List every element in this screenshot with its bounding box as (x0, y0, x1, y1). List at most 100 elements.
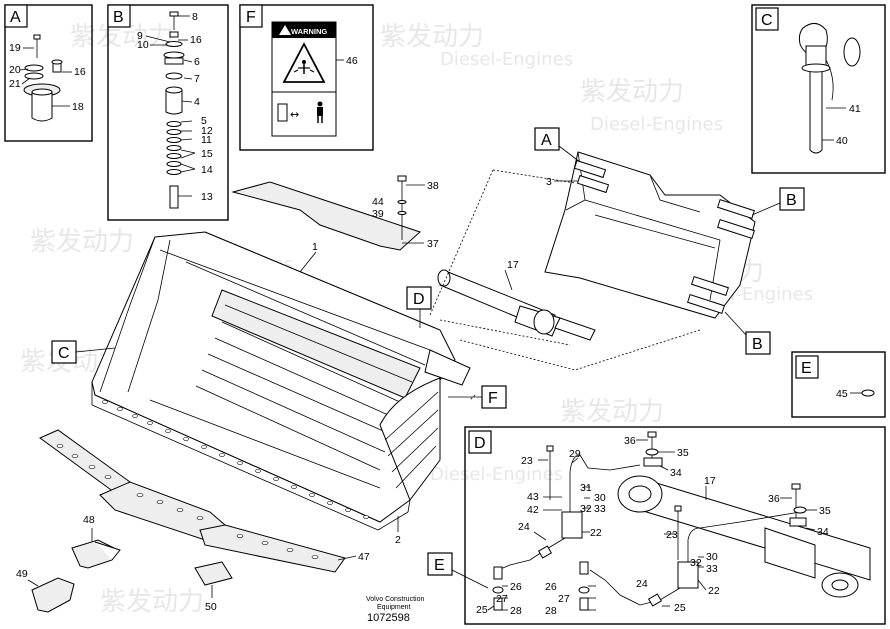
label-37: 37 (427, 238, 439, 250)
label-27: 27 (496, 593, 508, 605)
strip-37 (231, 181, 421, 251)
bolt (169, 185, 179, 209)
label-31: 31 (580, 482, 592, 494)
svg-text:D: D (413, 291, 425, 308)
watermark-cn: 紫发动力 (100, 587, 204, 617)
label-10: 10 (137, 39, 149, 51)
label-33: 33 (706, 563, 718, 575)
panel-f-tag: F (239, 4, 263, 28)
label-32: 32 (690, 557, 702, 569)
panel-d-grease-left: 23 29 43 42 31 30 32 33 22 24 26 27 28 (492, 445, 641, 617)
assembly-lines (429, 169, 701, 401)
label-20: 20 (9, 64, 21, 76)
label-4: 4 (194, 96, 200, 108)
label-28: 28 (545, 605, 557, 617)
label-30: 30 (594, 492, 606, 504)
svg-text:B: B (786, 192, 797, 209)
label-8: 8 (192, 11, 198, 23)
label-1: 1 (312, 241, 318, 253)
label-24: 24 (636, 578, 648, 590)
label-40: 40 (836, 135, 848, 147)
o-ring (861, 389, 875, 397)
label-50: 50 (205, 601, 217, 613)
lock-pin: 41 40 (798, 23, 861, 154)
label-23: 23 (521, 455, 533, 467)
svg-text:A: A (541, 132, 552, 149)
label-26: 26 (545, 581, 557, 593)
label-32: 32 (580, 503, 592, 515)
label-3: 3 (546, 176, 552, 188)
callout-b-bottom[interactable]: B (745, 331, 771, 355)
lanyard (825, 59, 834, 101)
svg-text:F: F (488, 390, 498, 407)
footer: Volvo Construction Equipment 1072598 (366, 596, 424, 624)
panel-d-fittings-right: 36 35 34 (768, 483, 831, 538)
callout-b-top[interactable]: B (779, 187, 805, 211)
warning-decal: WARNING ↔ 46 (271, 21, 358, 137)
label-19: 19 (9, 42, 21, 54)
hydraulic-cylinder-17: 17 (437, 259, 596, 341)
panel-b (107, 4, 229, 221)
pin-shaft (809, 68, 823, 154)
label-42: 42 (527, 504, 539, 516)
watermark-en: Diesel-Engines (590, 114, 723, 135)
label-28: 28 (510, 605, 522, 617)
panel-d-tag: D (468, 430, 492, 454)
grease-block (561, 511, 583, 539)
label-29: 29 (569, 448, 581, 460)
washer (24, 72, 44, 80)
label-30: 30 (706, 551, 718, 563)
label-38: 38 (427, 180, 439, 192)
label-21: 21 (9, 78, 21, 90)
pin-body (31, 92, 53, 122)
footer-brand: Volvo Construction (366, 596, 424, 603)
tooth-48: 48 (71, 514, 121, 569)
panel-b-tag: B (107, 4, 131, 28)
label-7: 7 (194, 73, 200, 85)
watermark-en: Diesel-Engines (430, 464, 563, 485)
footer-brand-sub: Equipment (377, 604, 411, 611)
callout-f[interactable]: F (481, 385, 507, 409)
grease-line (569, 454, 641, 512)
watermark-cn: 紫发动力 (560, 397, 664, 427)
callout-c[interactable]: C (51, 340, 77, 364)
panel-e (791, 351, 886, 418)
label-22: 22 (590, 527, 602, 539)
clip-ring (843, 37, 861, 67)
label-6: 6 (194, 56, 200, 68)
label-5: 5 (201, 115, 207, 127)
label-48: 48 (83, 514, 95, 526)
grease-line (687, 511, 801, 562)
washer (24, 64, 44, 72)
svg-text:E: E (434, 557, 445, 574)
label-25: 25 (476, 604, 488, 616)
panel-d-fittings-top: 36 35 34 (624, 431, 689, 479)
hose (589, 569, 681, 606)
label-36: 36 (624, 435, 636, 447)
panel-a (4, 4, 93, 142)
label-36: 36 (768, 493, 780, 505)
panel-d (464, 426, 886, 625)
label-34: 34 (817, 526, 829, 538)
label-49: 49 (16, 568, 28, 580)
label-16: 16 (190, 34, 202, 46)
label-17: 17 (507, 259, 519, 271)
label-13: 13 (201, 191, 213, 203)
callout-e[interactable]: E (427, 552, 453, 576)
label-2: 2 (395, 534, 401, 546)
cutting-edges: 47 (39, 429, 370, 573)
side-plate (379, 377, 441, 502)
label-43: 43 (527, 491, 539, 503)
edge-segment (39, 429, 131, 496)
callout-a[interactable]: A (534, 127, 560, 151)
tooth-49: 49 (16, 568, 75, 613)
label-47: 47 (358, 551, 370, 563)
callout-d[interactable]: D (406, 286, 432, 310)
teeth-bolts (102, 400, 369, 519)
panel-d-grease-right: 23 30 32 33 22 24 25 26 27 28 (545, 505, 801, 617)
label-15: 15 (201, 148, 213, 160)
svg-text:A: A (10, 9, 21, 26)
panel-a-tag: A (4, 4, 28, 28)
svg-text:C: C (761, 12, 773, 29)
